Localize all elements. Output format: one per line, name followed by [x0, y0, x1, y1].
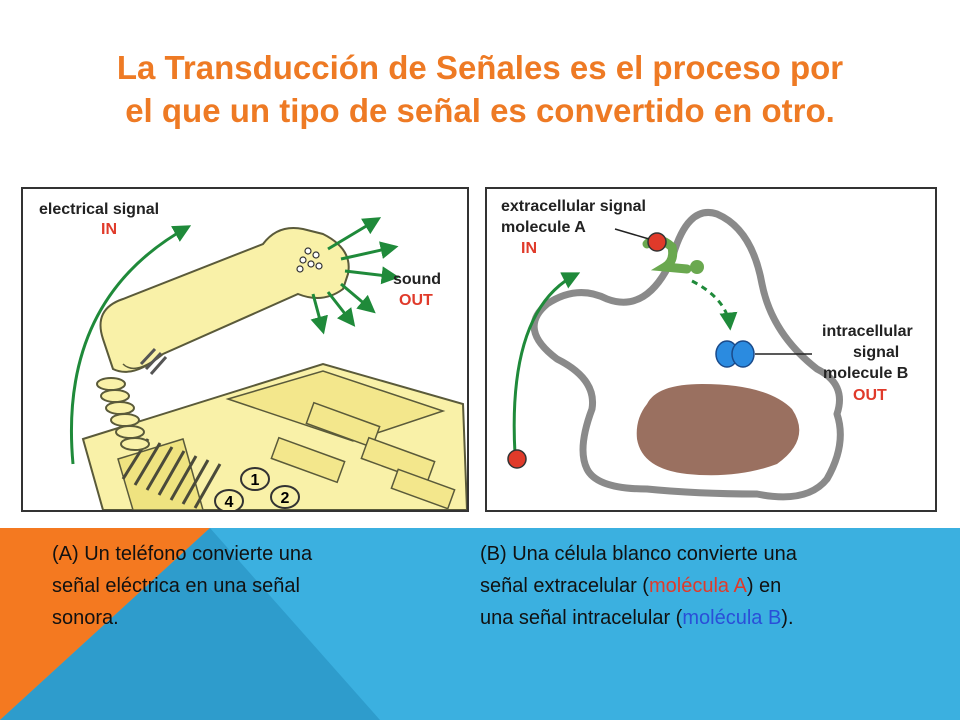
molecule-a-pointer — [614, 228, 650, 240]
signal-in-arrow — [512, 272, 581, 455]
caption-b-line-3-start: una señal intracelular ( — [480, 607, 683, 629]
cell-diagram: extracellular signal molecule A IN intra… — [501, 198, 913, 501]
sound-label: sound — [393, 271, 441, 288]
caption-a: (A) Un teléfono convierte una señal eléc… — [52, 538, 442, 634]
handset — [99, 227, 350, 375]
in-label-b: IN — [521, 240, 537, 257]
key-4: 4 — [214, 489, 244, 510]
caption-a-line-2: señal eléctrica en una señal — [52, 575, 300, 597]
in-label: IN — [101, 221, 117, 238]
telephone-base — [81, 362, 467, 510]
telephone-diagram-panel: 1 2 4 — [21, 187, 469, 512]
molecule-b-label: molecule B — [823, 365, 908, 382]
molecule-a-free — [507, 449, 527, 469]
caption-b-line-1: (B) Una célula blanco convierte una — [480, 543, 797, 565]
coiled-cord — [96, 377, 150, 451]
extracellular-signal-label: extracellular signal — [501, 198, 646, 215]
key-2: 2 — [270, 485, 300, 509]
key-4-label: 4 — [225, 494, 234, 510]
sound-out-arrows — [310, 217, 400, 335]
cell-membrane — [530, 209, 844, 501]
molecule-b-highlight: molécula B — [682, 607, 782, 629]
intracellular-label: intracellular — [822, 323, 913, 340]
key-2-label: 2 — [281, 490, 290, 507]
electrical-signal-label: electrical signal — [39, 201, 159, 218]
caption-a-line-3: sonora. — [52, 607, 119, 629]
signal-label: signal — [853, 344, 899, 361]
transduction-arrow — [691, 279, 738, 331]
mouthpiece-grille — [139, 347, 168, 375]
telephone-diagram: 1 2 4 — [39, 201, 467, 510]
cell-diagram-panel: extracellular signal molecule A IN intra… — [485, 187, 937, 512]
slide-title-line-1: La Transducción de Señales es el proceso… — [116, 49, 844, 86]
molecule-a-highlight: molécula A — [648, 575, 747, 597]
slide-title: La Transducción de Señales es el proceso… — [30, 46, 930, 132]
molecule-b — [715, 340, 755, 368]
caption-a-line-1: (A) Un teléfono convierte una — [52, 543, 313, 565]
caption-b-line-2-end: ) en — [746, 575, 782, 597]
electrical-signal-arrow — [69, 225, 192, 465]
earpiece-holes — [296, 247, 323, 273]
out-label-b: OUT — [853, 387, 887, 404]
caption-b: (B) Una célula blanco convierte una seña… — [480, 538, 950, 634]
slide-title-line-2: el que un tipo de señal es convertido en… — [125, 92, 835, 129]
key-1-label: 1 — [251, 472, 260, 489]
molecule-a-bound — [647, 232, 667, 252]
bottom-decorative-band — [0, 528, 960, 720]
molecule-a-label: molecule A — [501, 219, 586, 236]
keypad: 1 2 4 — [214, 467, 300, 510]
out-label: OUT — [399, 292, 433, 309]
nucleus — [636, 384, 800, 476]
key-1: 1 — [240, 467, 270, 491]
caption-b-line-2-start: señal extracelular ( — [480, 575, 649, 597]
caption-b-line-3-end: ). — [781, 607, 794, 629]
